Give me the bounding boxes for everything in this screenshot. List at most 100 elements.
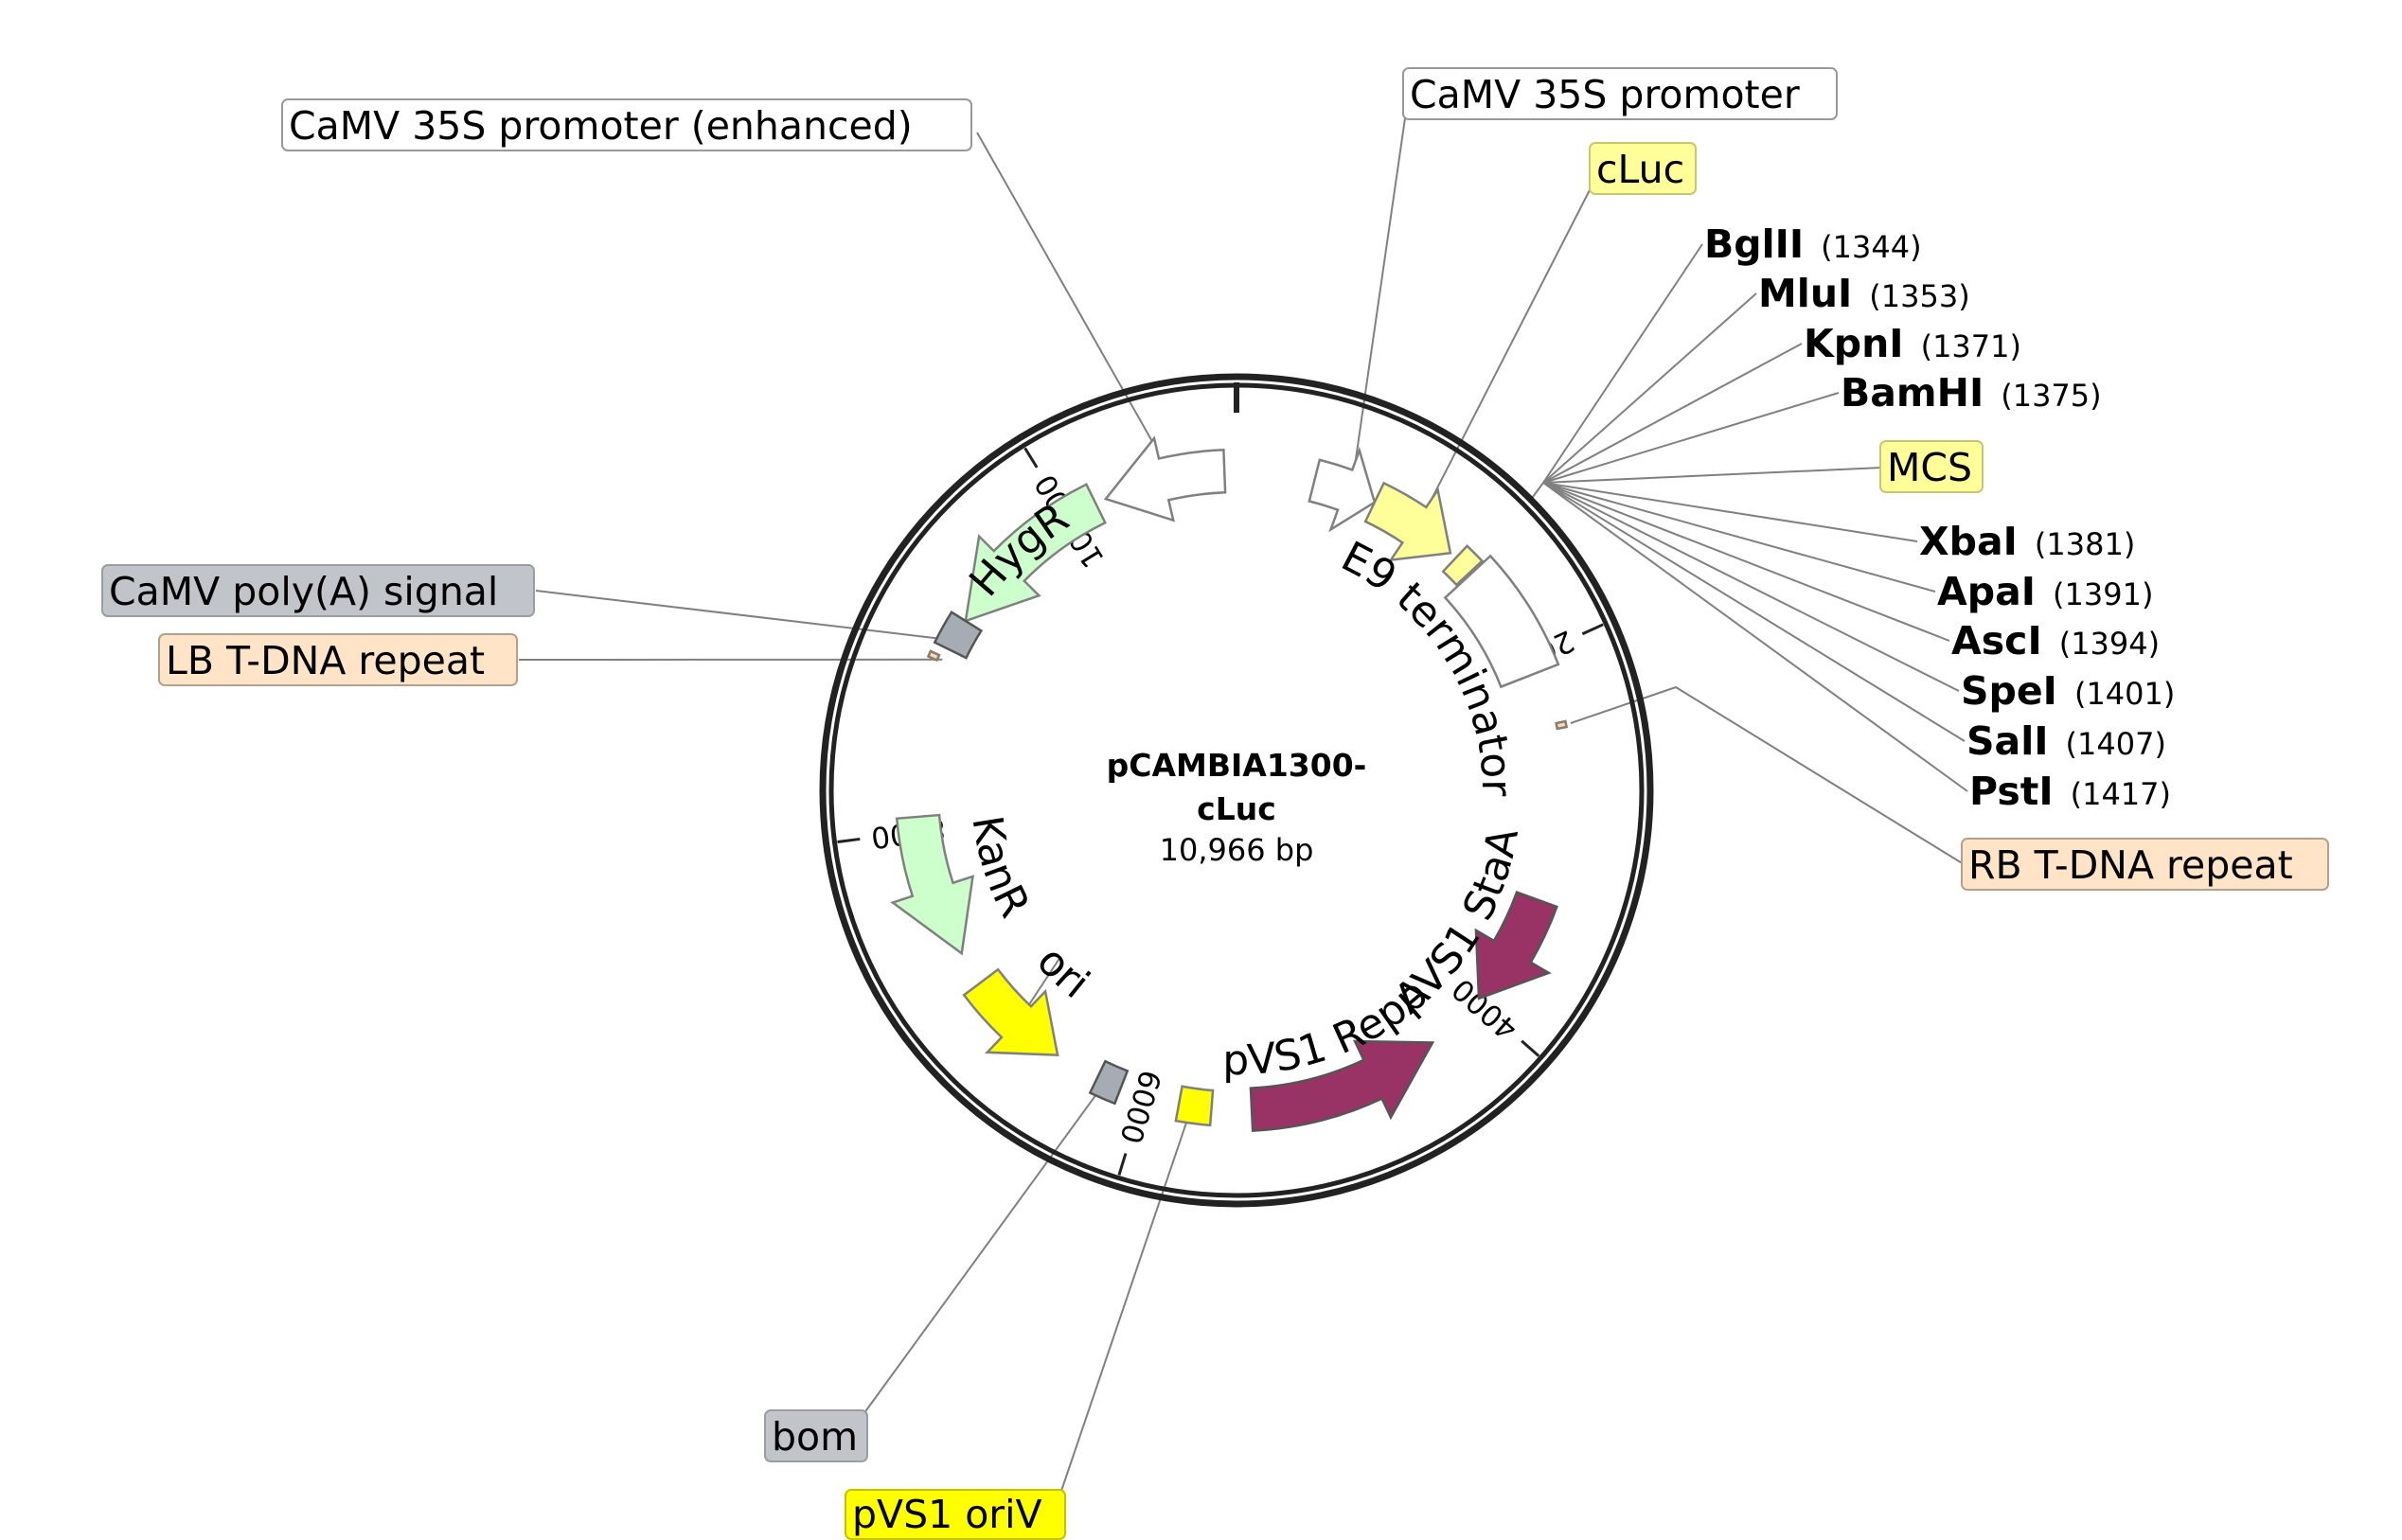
features xyxy=(890,435,1569,1132)
enzyme-name: SpeI xyxy=(1961,668,2057,714)
leader-camv-polya xyxy=(535,590,970,644)
svg-text:BglII(1344): BglII (1344) xyxy=(1704,221,1922,267)
leader-enzyme xyxy=(1542,482,1968,792)
svg-text:KpnI(1371): KpnI (1371) xyxy=(1804,321,2021,366)
feature-bom[interactable] xyxy=(1088,1059,1130,1106)
enzyme-name: XbaI xyxy=(1919,519,2018,564)
tick-mark xyxy=(1117,1153,1128,1176)
callout-label: pVS1 oriV xyxy=(852,1492,1042,1537)
feature-camv-35s-promoter[interactable] xyxy=(1308,446,1377,533)
svg-text:BamHI(1375): BamHI (1375) xyxy=(1841,370,2102,416)
callout-box xyxy=(101,564,535,617)
enzyme-position: (1353) xyxy=(1869,278,1969,314)
feature-callouts: CaMV 35S promoter (enhanced) CaMV 35S pr… xyxy=(101,67,2329,1540)
feature-camv-35s-promoter-enhanced[interactable] xyxy=(1103,435,1227,522)
leader-enzyme xyxy=(1542,343,1803,484)
feature-label-kanr: KanR xyxy=(962,813,1039,926)
leader-enzyme xyxy=(1542,482,1936,593)
plasmid-length: 10,966 bp xyxy=(1160,832,1314,868)
callout-box xyxy=(281,98,972,151)
callout-box xyxy=(1402,67,1838,120)
enzyme-position: (1391) xyxy=(2053,576,2153,612)
svg-text:SpeI(1401): SpeI (1401) xyxy=(1961,668,2175,714)
feature-pvs1-staa[interactable] xyxy=(1474,891,1558,1000)
enzyme-name: PstI xyxy=(1969,769,2054,814)
callout-label: bom xyxy=(772,1414,858,1460)
feature-cluc[interactable] xyxy=(1363,481,1452,562)
callout-label: RB T-DNA repeat xyxy=(1968,842,2293,888)
callout-label: MCS xyxy=(1887,445,1972,490)
enzyme-spei[interactable]: SpeI (1401) xyxy=(1961,668,2175,714)
enzyme-name: BglII xyxy=(1704,221,1804,267)
callout-camv-35s[interactable]: CaMV 35S promoter xyxy=(1402,67,1838,120)
enzyme-name: SalI xyxy=(1966,718,2049,764)
enzyme-name: MluI xyxy=(1758,271,1852,316)
enzyme-apai[interactable]: ApaI(1391) xyxy=(1937,569,2153,614)
enzyme-asci[interactable]: AscI (1394) xyxy=(1951,618,2160,664)
enzyme-position: (1344) xyxy=(1821,229,1921,265)
feature-pvs1-repa[interactable] xyxy=(1249,1039,1435,1132)
feature-pvs1-oriv[interactable] xyxy=(1174,1085,1215,1127)
restriction-sites: BglII (1344) MluI (1353) KpnI (1371) BamHI (… xyxy=(1704,221,2175,814)
svg-text:PstI(1417): PstI (1417) xyxy=(1969,769,2171,814)
callout-bom[interactable]: bom xyxy=(764,1409,868,1462)
callout-box xyxy=(1961,838,2329,891)
plasmid-title: pCAMBIA1300- cLuc 10,966 bp xyxy=(1107,747,1367,868)
tick-mark xyxy=(1521,1039,1540,1057)
enzyme-psti[interactable]: PstI (1417) xyxy=(1969,769,2171,814)
backbone-outer-ring xyxy=(819,373,1654,1208)
feature-rb-t-dna-repeat[interactable] xyxy=(1555,719,1569,731)
feature-hygr[interactable] xyxy=(964,483,1107,623)
callout-box xyxy=(1879,440,1984,493)
enzyme-sali[interactable]: SalI(1407) xyxy=(1966,718,2166,764)
svg-text:ApaI(1391): ApaI(1391) xyxy=(1937,569,2153,614)
svg-text:AscI(1394): AscI (1394) xyxy=(1951,618,2160,664)
leader-enzyme xyxy=(1542,292,1757,484)
callout-label: LB T-DNA repeat xyxy=(166,638,485,683)
plasmid-name-line1: pCAMBIA1300- xyxy=(1107,747,1367,784)
callout-mcs[interactable]: MCS xyxy=(1879,440,1984,493)
enzyme-name: AscI xyxy=(1951,618,2042,664)
callout-camv-35s-enhanced[interactable]: CaMV 35S promoter (enhanced) xyxy=(281,98,972,151)
leader-enzyme xyxy=(1542,482,1918,542)
feature-ori[interactable] xyxy=(962,967,1059,1056)
callout-lb-tdna[interactable]: LB T-DNA repeat xyxy=(158,633,518,686)
enzyme-kpni[interactable]: KpnI (1371) xyxy=(1804,321,2021,366)
enzyme-position: (1394) xyxy=(2059,626,2160,662)
enzyme-xbai[interactable]: XbaI (1381) xyxy=(1919,519,2135,564)
leader-lines xyxy=(518,106,1968,1495)
enzyme-position: (1371) xyxy=(1921,328,2021,364)
callout-camv-polya[interactable]: CaMV poly(A) signal xyxy=(101,564,535,617)
enzyme-position: (1417) xyxy=(2071,776,2171,812)
callout-pvs1-oriv[interactable]: pVS1 oriV xyxy=(845,1489,1066,1540)
tick-mark xyxy=(1023,447,1039,469)
feature-mcs[interactable] xyxy=(1441,544,1485,587)
leader-enzyme xyxy=(1542,392,1840,484)
enzyme-position: (1381) xyxy=(2035,526,2135,562)
feature-e9-terminator[interactable] xyxy=(1443,554,1560,689)
enzyme-bglii[interactable]: BglII (1344) xyxy=(1704,221,1922,267)
callout-box xyxy=(764,1409,868,1462)
leader-cluc xyxy=(1431,184,1593,501)
feature-lb-t-dna-repeat[interactable] xyxy=(926,649,941,663)
enzyme-name: BamHI xyxy=(1841,370,1984,416)
callout-label: CaMV 35S promoter (enhanced) xyxy=(289,103,913,149)
callout-cluc[interactable]: cLuc xyxy=(1589,142,1697,195)
enzyme-mlui[interactable]: MluI (1353) xyxy=(1758,271,1970,316)
leader-enzyme xyxy=(1542,467,1883,484)
callout-rb-tdna[interactable]: RB T-DNA repeat xyxy=(1961,838,2329,891)
tick-mark xyxy=(837,837,861,844)
enzyme-bamhi[interactable]: BamHI (1375) xyxy=(1841,370,2102,416)
enzyme-name: KpnI xyxy=(1804,321,1904,366)
feature-kanr[interactable] xyxy=(890,813,974,956)
enzyme-position: (1375) xyxy=(2001,378,2101,414)
callout-label: CaMV 35S promoter xyxy=(1410,72,1800,117)
leader-enzyme xyxy=(1542,482,1966,742)
leader-rb-tdna xyxy=(1570,685,1965,865)
callout-label: CaMV poly(A) signal xyxy=(109,569,498,614)
leader-pvs1-oriv xyxy=(1059,1089,1199,1495)
tick-mark xyxy=(1581,623,1604,636)
enzyme-position: (1401) xyxy=(2074,676,2175,712)
feature-camv-poly-a-signal[interactable] xyxy=(933,611,984,660)
